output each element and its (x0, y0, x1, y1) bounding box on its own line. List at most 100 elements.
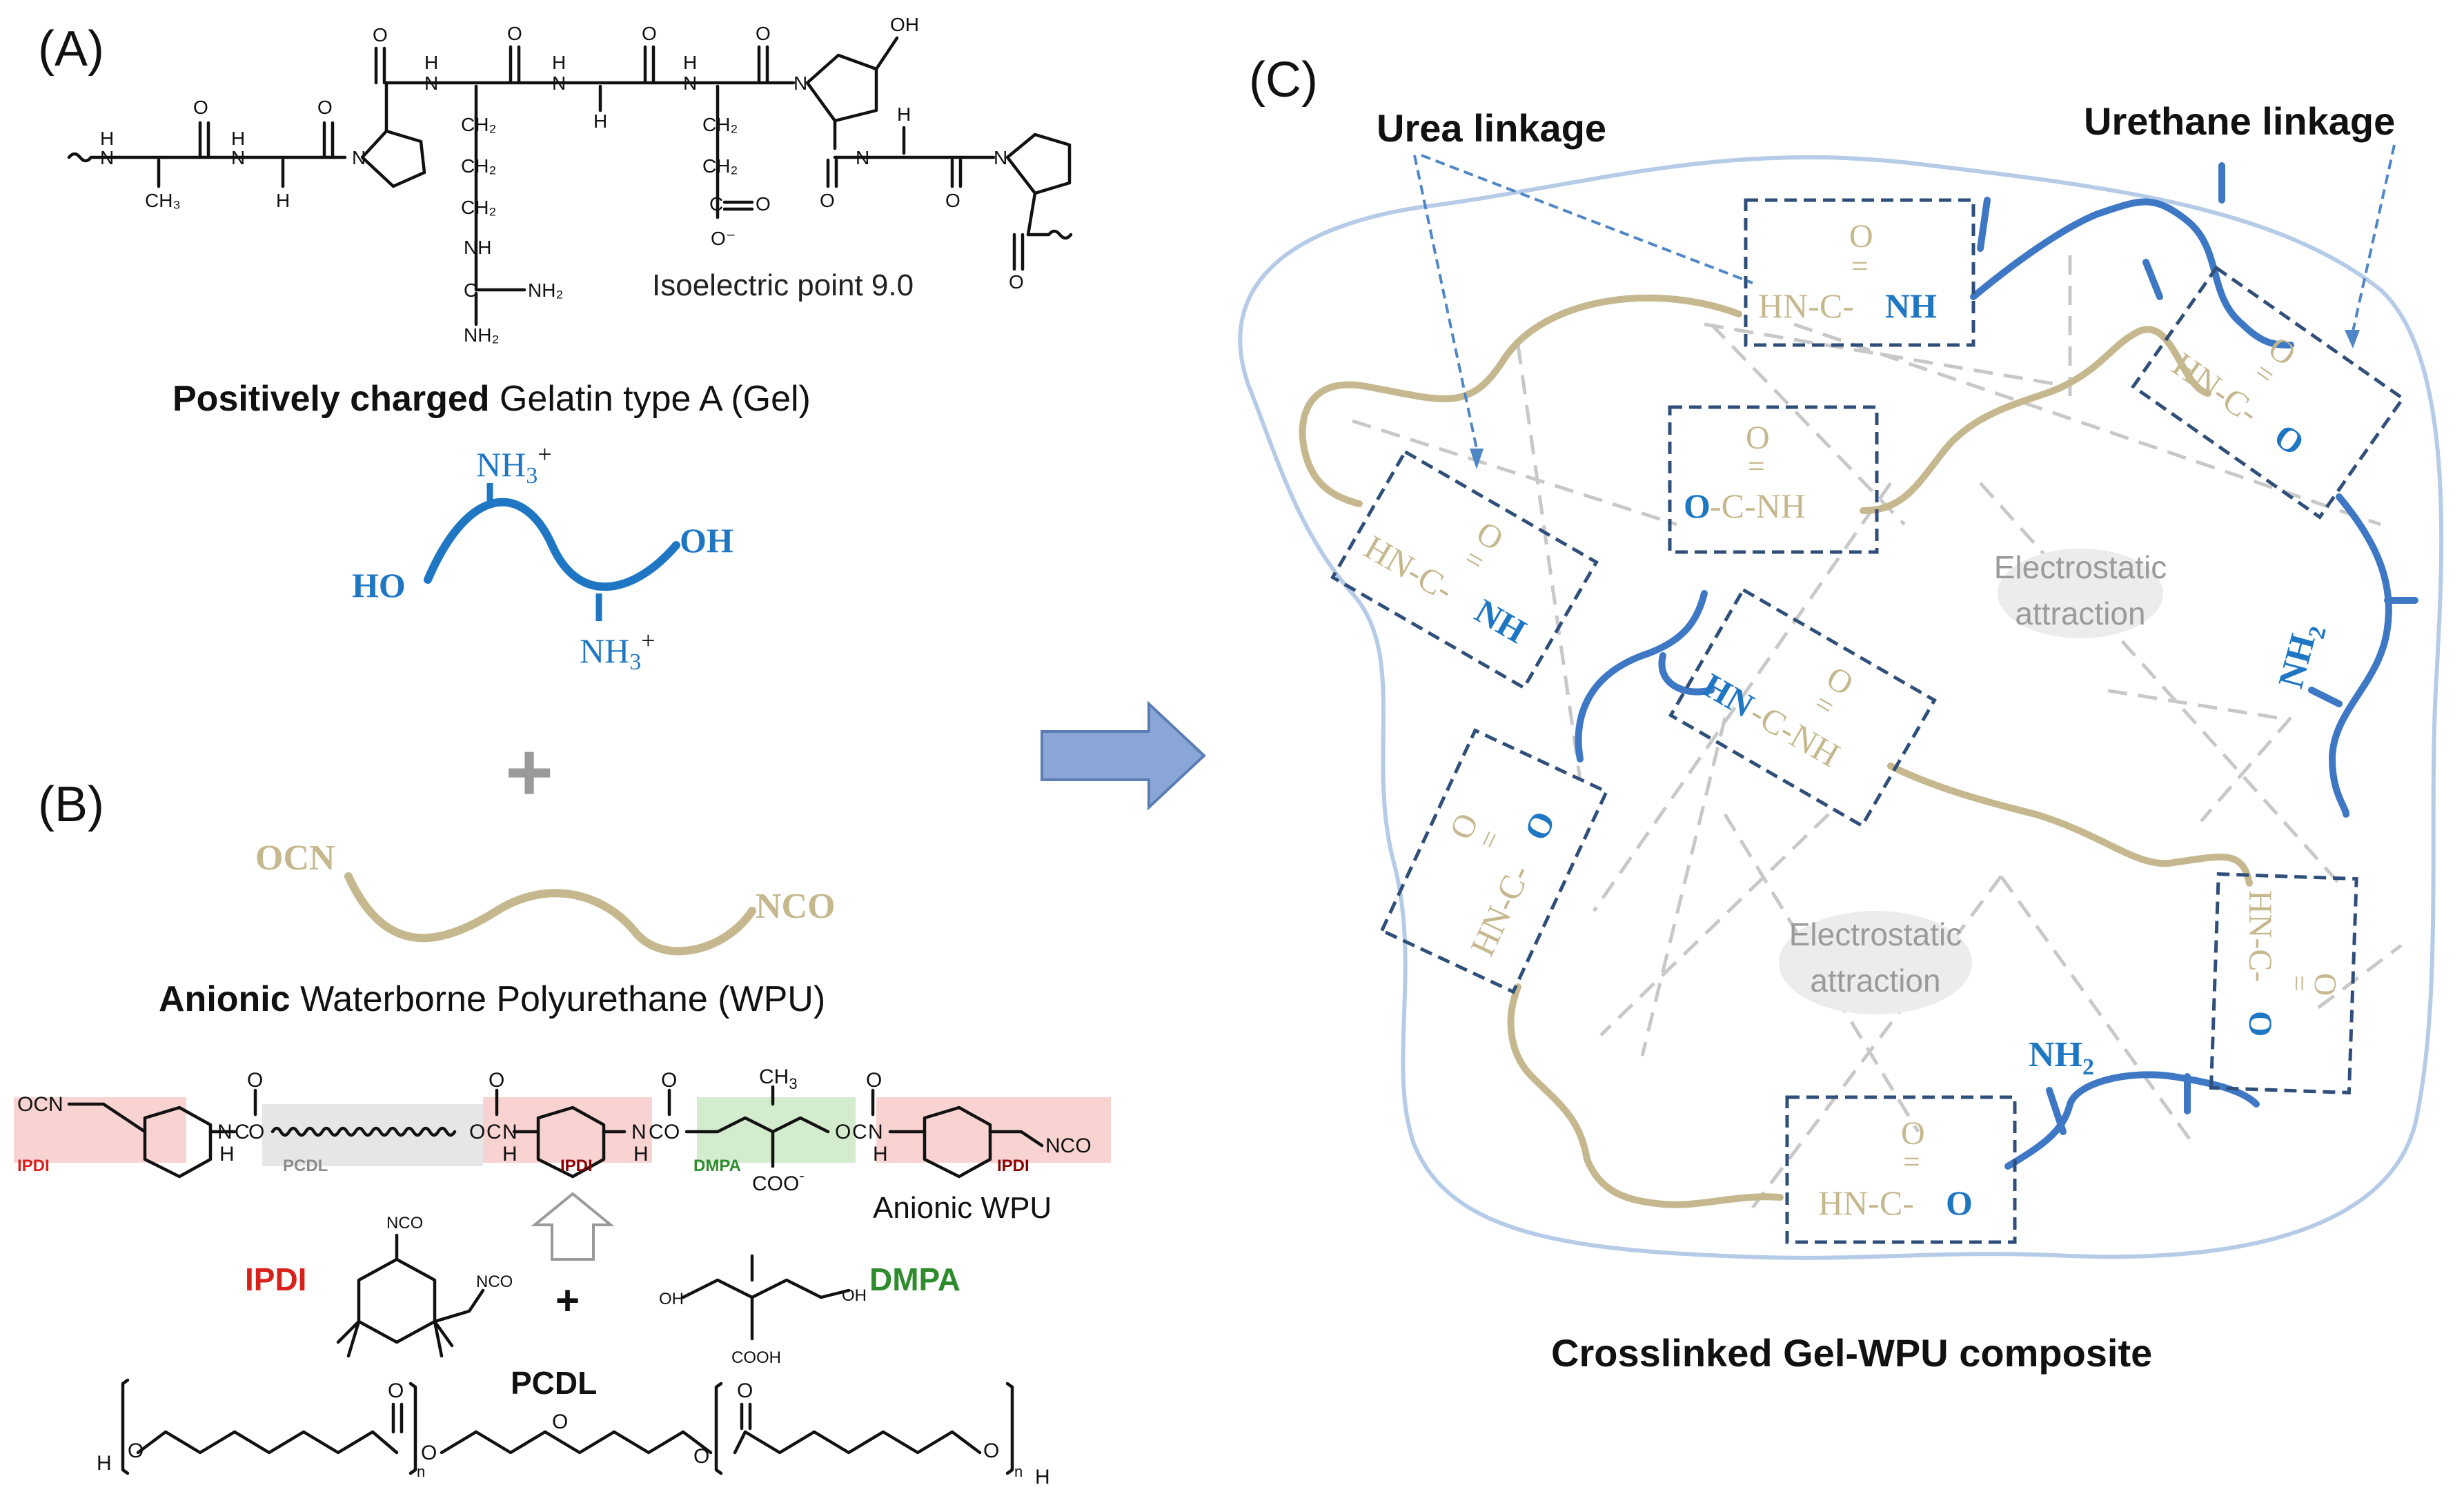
svg-text:HN-C-: HN-C- (1758, 286, 1854, 325)
pcdl-structure: H O O n O O O O O n H (97, 1378, 1050, 1488)
gelatin-schematic: NH3+ NH3+ HO OH (352, 440, 733, 675)
linkage-lower-right: O = HN-C- O (2242, 890, 2343, 1036)
linkage-center: O = O -C-NH (1684, 420, 1806, 525)
svg-text:n: n (417, 1463, 425, 1480)
svg-text:N: N (994, 147, 1007, 168)
svg-text:COO-: COO- (752, 1167, 805, 1195)
svg-text:H: H (593, 110, 607, 132)
svg-text:C: C (649, 1121, 664, 1143)
linkage-bottom: O = HN-C- O (1818, 1115, 1973, 1222)
svg-text:N: N (231, 147, 245, 168)
nh3-top: NH3+ (476, 440, 552, 489)
panel-b-label: (B) (38, 777, 104, 832)
svg-text:H: H (97, 1452, 112, 1475)
ocn-label: OCN (255, 838, 335, 878)
svg-text:H: H (424, 52, 438, 73)
svg-text:CH₂: CH₂ (702, 155, 738, 177)
svg-text:O: O (756, 193, 771, 215)
panel-a-label: (A) (38, 21, 104, 77)
svg-text:NCO: NCO (476, 1272, 513, 1291)
svg-text:O: O (1901, 1115, 1925, 1152)
svg-text:N: N (868, 1121, 883, 1143)
svg-text:NH: NH (464, 237, 491, 258)
svg-text:C: C (464, 279, 477, 301)
svg-text:=: = (1748, 449, 1765, 483)
panel-c-label: (C) (1249, 52, 1318, 108)
svg-text:H: H (276, 190, 290, 211)
svg-text:HN-C-: HN-C- (1818, 1183, 1914, 1222)
svg-text:O: O (661, 1069, 677, 1092)
svg-text:O: O (1946, 1183, 1973, 1222)
svg-text:O: O (421, 1442, 437, 1464)
linkage-pointer-arrows (1413, 144, 2396, 449)
wpu-caption: Anionic Waterborne Polyurethane (WPU) (159, 979, 825, 1019)
svg-text:N: N (856, 147, 869, 168)
svg-text:O: O (469, 1121, 485, 1143)
svg-text:H: H (633, 1143, 649, 1166)
ipdi-tag-1: IPDI (17, 1157, 50, 1175)
svg-text:NCO: NCO (1045, 1134, 1092, 1157)
svg-text:H: H (100, 128, 114, 149)
urethane-box-lower-right (2209, 872, 2358, 1094)
svg-text:C: C (486, 1121, 502, 1143)
svg-text:O: O (1746, 420, 1770, 456)
linkage-top: O = HN-C- NH (1758, 218, 1937, 325)
arrowhead-1-icon (1470, 449, 1484, 469)
svg-text:CH₂: CH₂ (461, 197, 496, 218)
svg-text:O: O (248, 1121, 264, 1143)
svg-text:N: N (424, 72, 438, 94)
svg-text:C: C (852, 1121, 867, 1143)
svg-text:NH₂: NH₂ (464, 324, 499, 346)
gelatin-caption: Positively charged Gelatin type A (Gel) (173, 379, 811, 419)
svg-text:N: N (683, 72, 697, 94)
ho-label: HO (352, 566, 406, 605)
svg-text:n: n (1014, 1463, 1023, 1480)
ipdi-tag-2: IPDI (560, 1157, 593, 1175)
gelatin-caption-rest: Gelatin type A (Gel) (490, 379, 811, 419)
svg-text:OH: OH (659, 1290, 684, 1308)
nh2-bottom: NH2 (2029, 1035, 2094, 1080)
plus-sign-b: + (555, 1277, 580, 1324)
nco-label: NCO (756, 887, 836, 926)
ipdi-monomer: NCO NCO (336, 1214, 513, 1358)
urea-box-middle (1668, 587, 1937, 829)
wpu-caption-bold: Anionic (159, 979, 290, 1019)
svg-text:O: O (945, 190, 960, 211)
svg-text:H: H (897, 104, 911, 125)
svg-text:O: O (507, 23, 522, 44)
svg-text:O: O (835, 1121, 851, 1143)
anionic-wpu-atoms: OCN N H C O O O C N O H N H C O O CH3 CO… (17, 1065, 1092, 1195)
svg-text:O: O (373, 24, 388, 46)
svg-text:C: C (709, 193, 723, 215)
svg-text:CH₂: CH₂ (702, 114, 738, 135)
svg-text:H: H (1035, 1466, 1050, 1488)
svg-text:HN-C-: HN-C- (2242, 890, 2278, 982)
svg-text:N: N (794, 72, 807, 94)
svg-text:O: O (489, 1069, 504, 1092)
svg-text:O: O (664, 1121, 680, 1143)
svg-text:=: = (1903, 1145, 1920, 1179)
electrostatic-zone-2 (1779, 911, 1972, 1014)
electrostatic-lines (1352, 255, 2403, 1209)
svg-text:O: O (642, 23, 657, 44)
svg-text:O: O (1684, 486, 1711, 525)
electrostatic-zone-1 (1998, 549, 2163, 638)
svg-text:H: H (873, 1143, 888, 1166)
gelatin-caption-bold: Positively charged (173, 379, 490, 419)
svg-text:H: H (231, 128, 245, 149)
svg-text:NH₂: NH₂ (528, 279, 563, 301)
gelatin-atom-labels: N H N H O O CH₃ H N O N H N H N H O O O … (100, 14, 1024, 346)
svg-text:H: H (502, 1143, 518, 1166)
svg-text:N: N (502, 1121, 518, 1143)
svg-text:O: O (693, 1445, 709, 1468)
svg-text:N: N (552, 72, 566, 94)
plus-sign: + (505, 726, 553, 818)
svg-text:O: O (820, 190, 835, 211)
arrowhead-2-icon (2345, 330, 2360, 348)
wpu-caption-rest: Waterborne Polyurethane (WPU) (290, 979, 825, 1019)
reaction-arrow-icon (1041, 700, 1206, 811)
urea-linkage-label: Urea linkage (1377, 106, 1606, 150)
svg-text:H: H (219, 1143, 235, 1166)
